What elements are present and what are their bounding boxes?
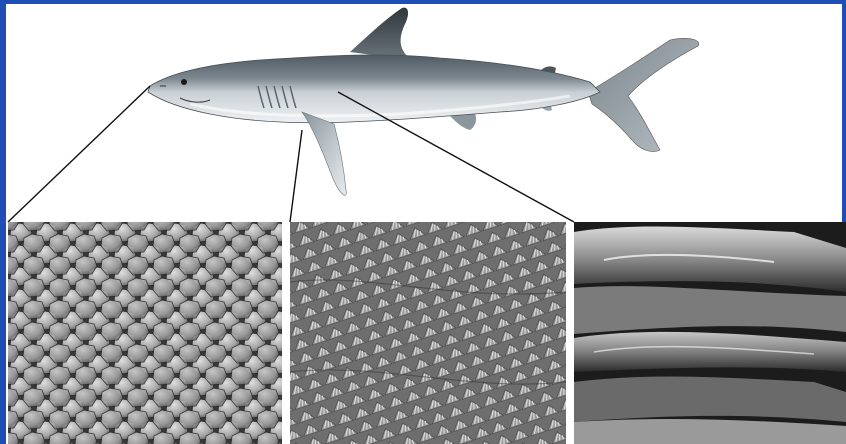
ridged-denticles-micrograph-icon: [290, 222, 566, 444]
shark-pectoral-fin: [302, 112, 346, 195]
shark-tail: [588, 38, 699, 151]
shark-eye: [181, 79, 187, 85]
denticle-closeup-micrograph-icon: [574, 222, 846, 444]
dermal-denticles-micrograph-icon: [8, 222, 282, 444]
shark-dorsal-fin: [350, 8, 412, 60]
